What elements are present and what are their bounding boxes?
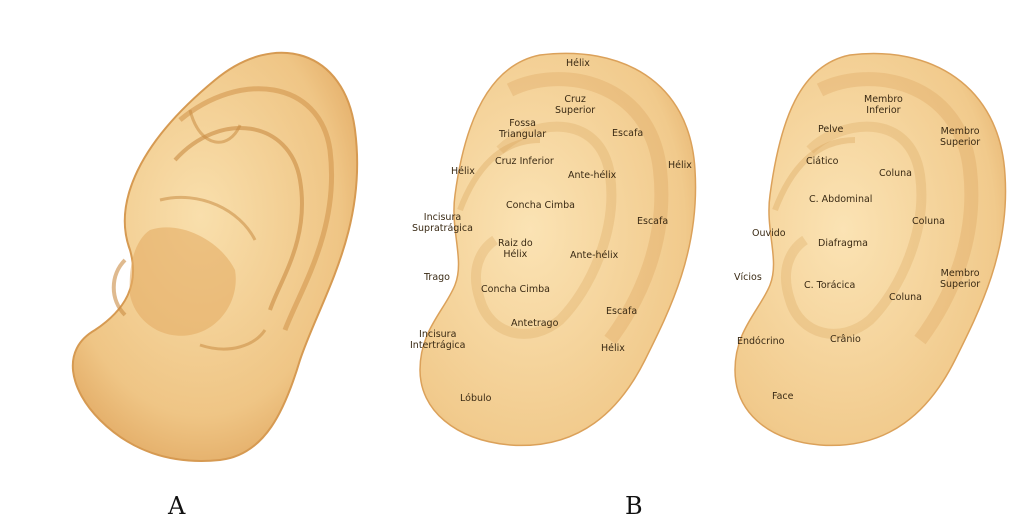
label-helix-bottom: Hélix [601, 343, 625, 354]
label-cruz-superior: Cruz Superior [555, 94, 595, 116]
label-ante-helix-upper: Ante-hélix [568, 170, 616, 181]
label-concha-cimba-lower: Concha Cimba [481, 284, 550, 295]
label-pelve: Pelve [818, 124, 843, 135]
label-incisura-intertragica: Incisura Intertrágica [410, 329, 465, 351]
label-trago: Trago [424, 272, 450, 283]
label-coluna-upper: Coluna [879, 168, 912, 179]
label-diafragma: Diafragma [818, 238, 868, 249]
label-membro-superior-upper: Membro Superior [940, 126, 980, 148]
label-membro-inferior: Membro Inferior [864, 94, 903, 116]
label-ante-helix-lower: Ante-hélix [570, 250, 618, 261]
label-coluna-middle: Coluna [912, 216, 945, 227]
label-escafa-lower: Escafa [606, 306, 637, 317]
label-endocrino: Endócrino [737, 336, 784, 347]
label-vicios: Vícios [734, 272, 762, 283]
label-ciatico: Ciático [806, 156, 839, 167]
label-escafa-upper: Escafa [612, 128, 643, 139]
label-raiz-do-helix: Raiz do Hélix [498, 238, 533, 260]
label-concha-cimba-upper: Concha Cimba [506, 200, 575, 211]
label-lobulo: Lóbulo [460, 393, 491, 404]
label-membro-superior-lower: Membro Superior [940, 268, 980, 290]
label-c-toracica: C. Torácica [804, 280, 855, 291]
label-helix-top: Hélix [566, 58, 590, 69]
caption-a: A [168, 492, 185, 520]
label-cruz-inferior: Cruz Inferior [495, 156, 554, 167]
label-incisura-supratragica: Incisura Supratrágica [412, 212, 473, 234]
caption-b: B [625, 492, 643, 520]
label-helix-left: Hélix [451, 166, 475, 177]
label-helix-right: Hélix [668, 160, 692, 171]
label-cranio: Crânio [830, 334, 861, 345]
label-face: Face [772, 391, 793, 402]
label-ouvido: Ouvido [752, 228, 786, 239]
label-coluna-lower: Coluna [889, 292, 922, 303]
label-escafa-middle: Escafa [637, 216, 668, 227]
label-fossa-triangular: Fossa Triangular [499, 118, 546, 140]
ear-a [73, 53, 357, 461]
label-antetrago: Antetrago [511, 318, 558, 329]
label-c-abdominal: C. Abdominal [809, 194, 872, 205]
